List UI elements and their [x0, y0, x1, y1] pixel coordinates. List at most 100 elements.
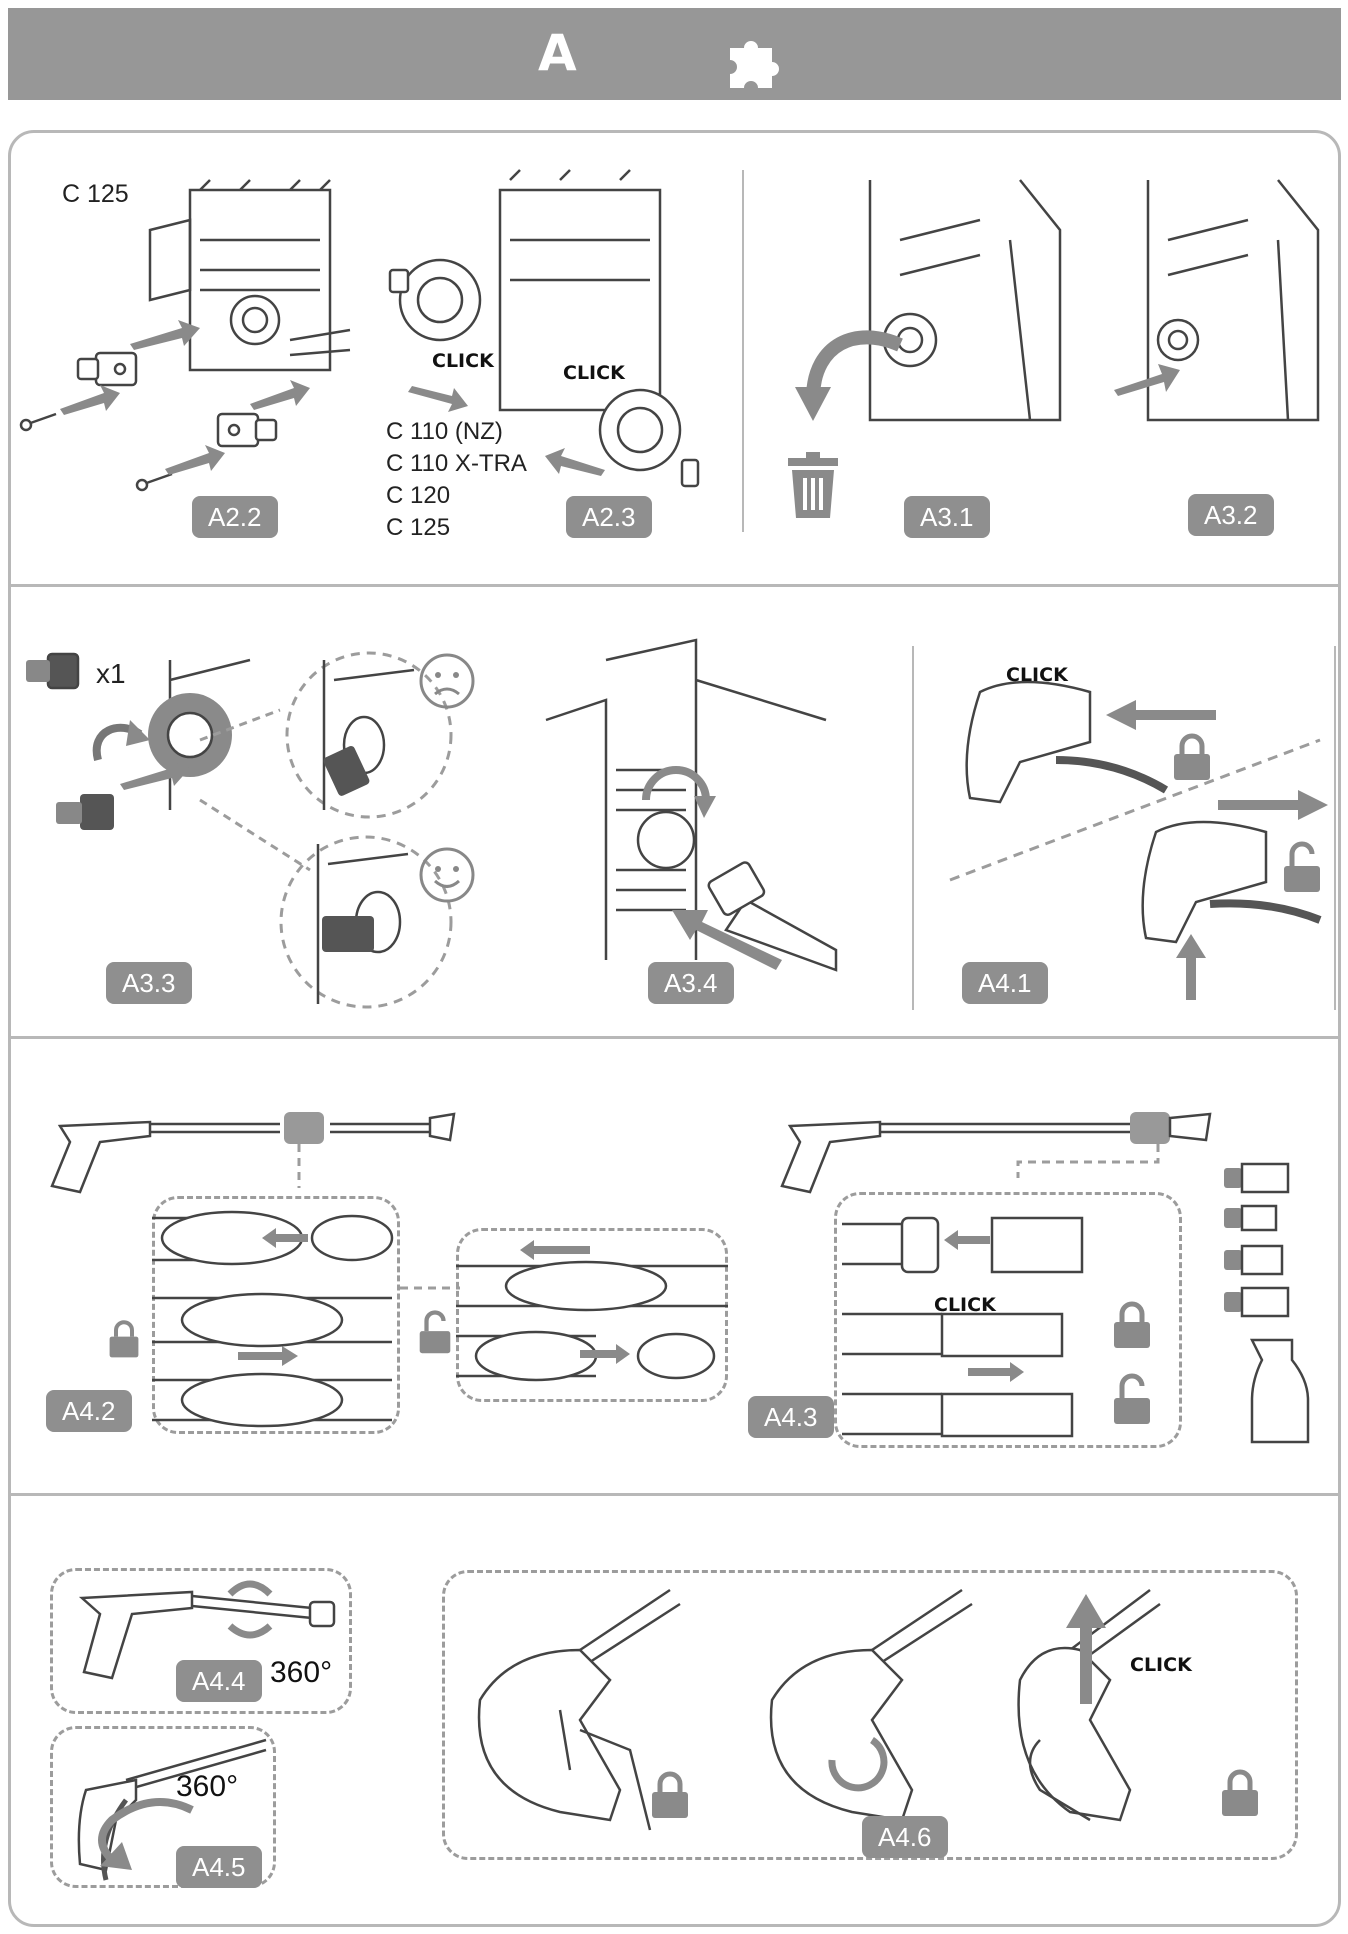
lock-closed-icon	[652, 1771, 688, 1818]
column-divider	[1334, 646, 1336, 1010]
gun-rotate-illustration	[78, 1590, 336, 1680]
nozzle-detail-illustration	[152, 1210, 394, 1428]
rotate-arrow-icon	[98, 1798, 194, 1870]
spray-gun-lance-illustration	[780, 1112, 1212, 1194]
machine-wheels-illustration	[388, 169, 700, 488]
arrow-icon	[672, 910, 782, 970]
rotate-arrow-icon	[227, 1580, 273, 1639]
click-label: CLICK	[1006, 664, 1068, 686]
puzzle-icon	[730, 41, 779, 88]
row-divider	[8, 1036, 1341, 1039]
dashed-link	[1016, 1144, 1160, 1178]
adapter-part	[76, 351, 138, 387]
hose-connection-illustration	[545, 638, 838, 972]
column-divider	[742, 170, 744, 532]
screw-icon	[135, 472, 173, 492]
spray-gun-lance-illustration	[50, 1112, 456, 1194]
dashed-link	[400, 1286, 460, 1290]
model-label: C 125	[62, 180, 129, 208]
connector-icon	[56, 794, 114, 830]
model-list: C 110 (NZ) C 110 X-TRA C 120 C 125	[386, 416, 527, 544]
step-badge: A4.2	[46, 1390, 132, 1432]
arrow-icon	[250, 380, 310, 410]
click-label: CLICK	[934, 1294, 996, 1316]
detail-box	[456, 1228, 728, 1402]
detail-box	[50, 1726, 276, 1888]
click-label: CLICK	[432, 350, 494, 372]
dashed-link	[949, 738, 1321, 882]
step-badge: A4.1	[962, 962, 1048, 1004]
arrow-icon	[408, 386, 468, 412]
arrow-up-icon	[1066, 1594, 1106, 1704]
model-item: C 110 (NZ)	[386, 418, 503, 445]
step-badge: A4.3	[748, 1396, 834, 1438]
arrow-icon	[968, 1362, 1024, 1382]
trigger-unlock-illustration	[769, 1588, 973, 1822]
step-badge: A4.4	[176, 1660, 262, 1702]
arrow-icon	[1106, 700, 1216, 730]
gun-trigger-illustration	[1141, 820, 1268, 944]
arrow-icon	[1114, 364, 1180, 396]
detail-box	[50, 1568, 352, 1714]
rotate-arrow-icon	[642, 766, 716, 818]
row-divider	[8, 1493, 1341, 1496]
arrow-curved-icon	[92, 720, 150, 762]
machine-rear-illustration	[148, 179, 351, 372]
arrow-icon	[238, 1346, 298, 1366]
dashed-link	[199, 708, 311, 872]
row-divider	[8, 584, 1341, 587]
lock-closed-icon	[109, 1320, 139, 1358]
click-label: CLICK	[563, 362, 625, 384]
lock-closed-icon	[1174, 733, 1210, 780]
section-letter: A	[538, 24, 577, 82]
model-item: C 110 X-TRA	[386, 450, 527, 477]
step-badge: A3.2	[1188, 494, 1274, 536]
section-header: A	[8, 8, 1341, 100]
arrow-up-icon	[1176, 934, 1206, 1000]
arrow-icon	[262, 1228, 308, 1248]
arrow-icon	[1218, 790, 1328, 820]
step-badge: A4.6	[862, 1816, 948, 1858]
trigger-click-illustration	[1017, 1589, 1161, 1822]
lock-closed-icon	[1222, 1769, 1258, 1816]
nozzle-set-illustration	[1224, 1162, 1310, 1444]
quantity-label: x1	[96, 658, 126, 689]
arrow-curved-icon	[795, 330, 903, 421]
detail-box	[834, 1192, 1182, 1448]
connector-icon	[26, 652, 80, 690]
dashed-link	[297, 1144, 301, 1188]
trash-icon	[788, 452, 838, 518]
step-badge: A3.3	[106, 962, 192, 1004]
step-badge: A2.2	[192, 496, 278, 538]
detail-wrong-circle	[285, 651, 453, 819]
model-item: C 125	[386, 514, 451, 541]
screw-icon	[19, 412, 57, 432]
nozzle-detail-illustration	[842, 1216, 1084, 1438]
degree-label: 360°	[270, 1656, 333, 1689]
step-badge: A3.1	[904, 496, 990, 538]
arrow-icon	[120, 760, 190, 790]
detail-box	[152, 1196, 400, 1434]
machine-outlet-illustration	[1146, 179, 1320, 422]
instruction-frame	[8, 130, 1341, 1927]
lock-closed-icon	[1114, 1301, 1150, 1348]
nozzle-detail-illustration	[456, 1260, 728, 1382]
adapter-part	[216, 412, 278, 448]
arrow-icon	[944, 1230, 990, 1250]
lock-open-icon	[419, 1310, 451, 1354]
sad-face-icon	[419, 653, 475, 709]
model-item: C 120	[386, 482, 451, 509]
hose-line	[1055, 756, 1169, 794]
step-badge: A4.5	[176, 1846, 262, 1888]
degree-label: 360°	[176, 1770, 239, 1803]
arrow-icon	[545, 448, 605, 476]
gun-trigger-illustration	[965, 680, 1092, 804]
column-divider	[912, 646, 914, 1010]
happy-face-icon	[419, 847, 475, 903]
step-badge: A3.4	[648, 962, 734, 1004]
arrow-icon	[130, 320, 200, 350]
step-badge: A2.3	[566, 496, 652, 538]
lock-open-icon	[1114, 1373, 1150, 1424]
machine-inlet-illustration	[148, 658, 251, 810]
click-label: CLICK	[1130, 1654, 1192, 1676]
